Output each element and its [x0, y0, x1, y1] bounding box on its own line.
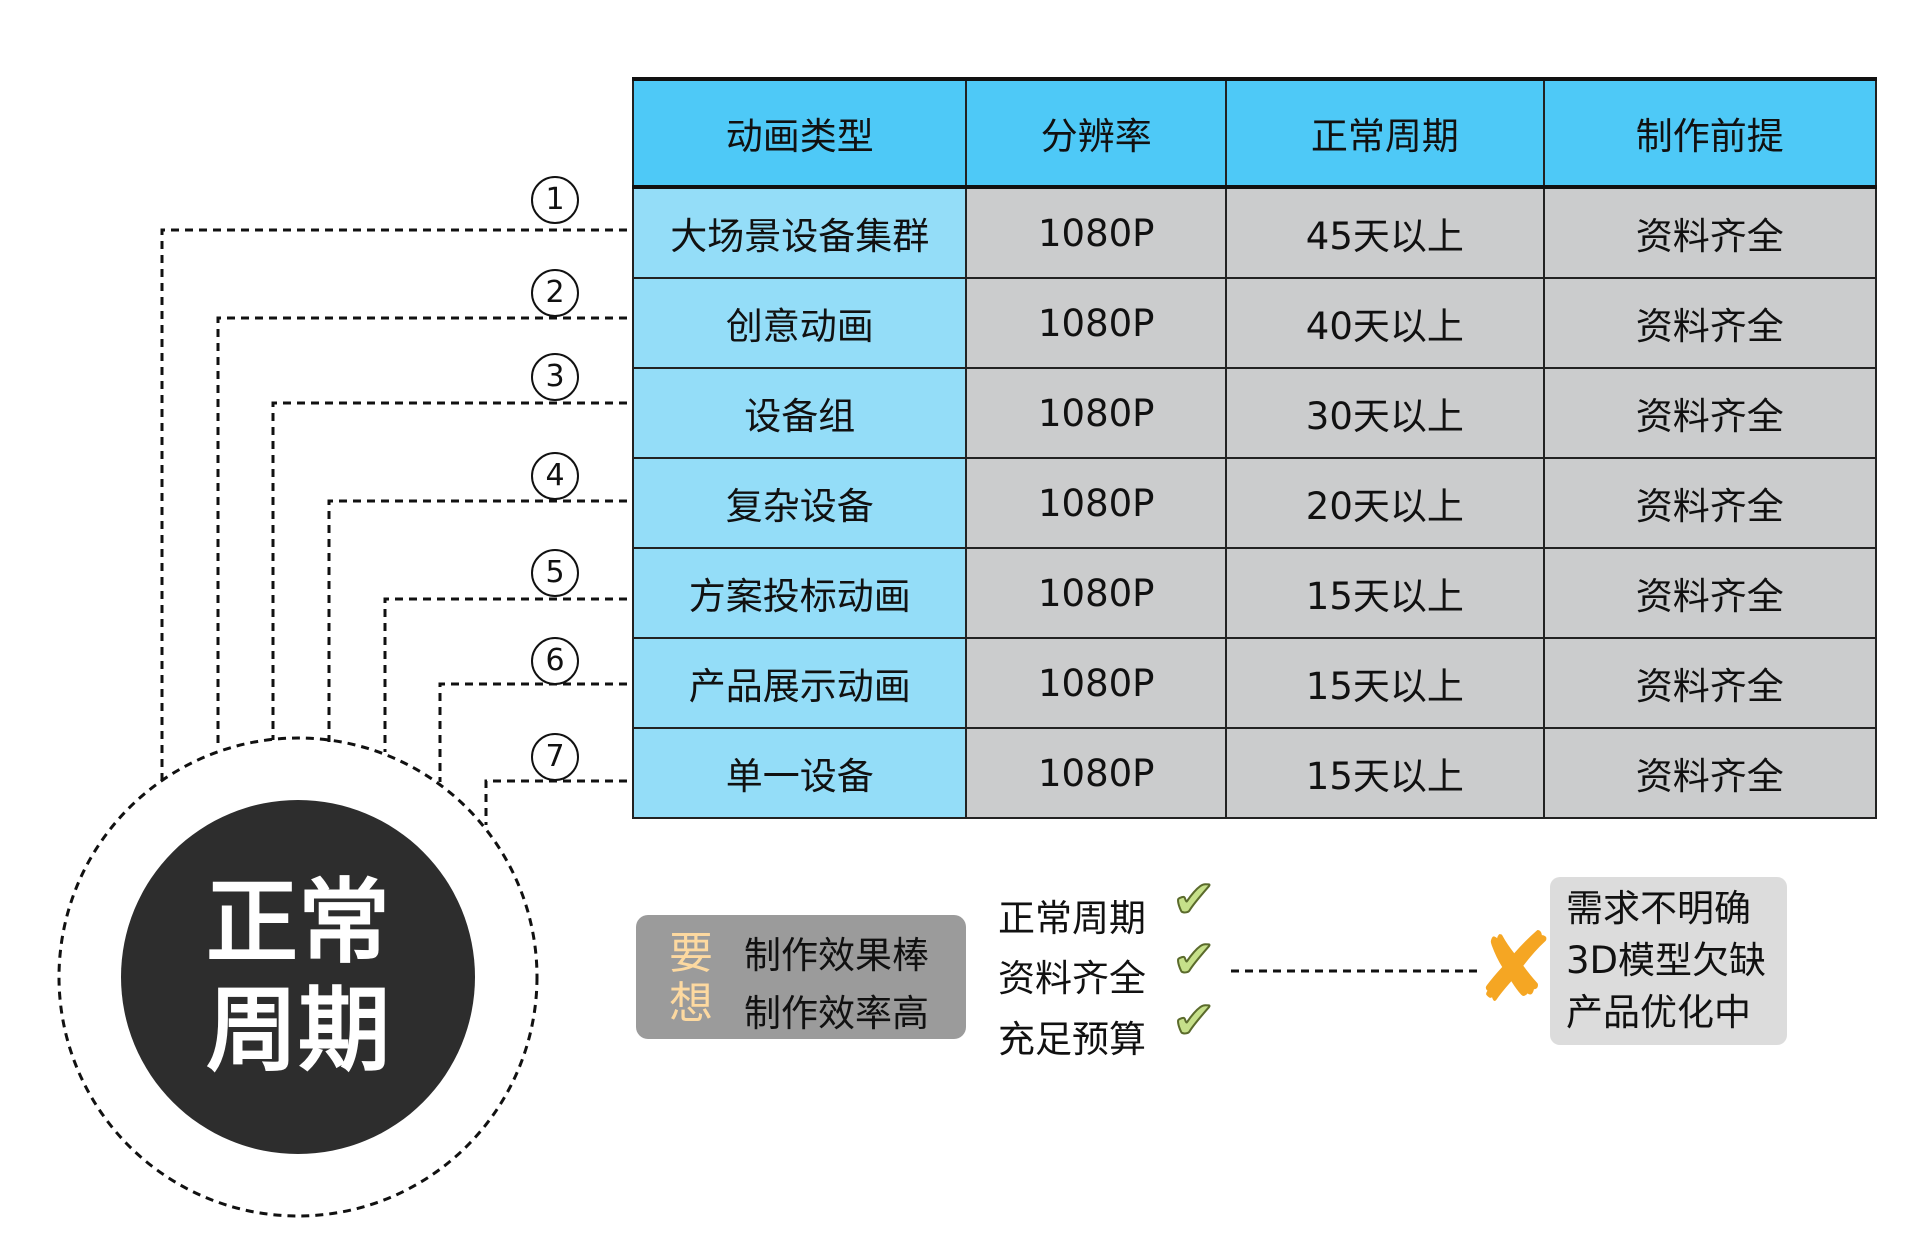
cell-period: 15天以上 [1225, 637, 1545, 729]
cell-resolution: 1080P [965, 367, 1228, 459]
issues-box: 需求不明确 3D模型欠缺 产品优化中 [1550, 877, 1787, 1045]
connector-7 [484, 779, 627, 825]
cell-resolution: 1080P [965, 186, 1228, 279]
connector-2 [216, 316, 627, 748]
cell-prereq: 资料齐全 [1542, 277, 1878, 369]
check-item-1: 正常周期 [998, 897, 1146, 940]
row-number-7: 7 [531, 733, 579, 781]
cell-prereq: 资料齐全 [1542, 727, 1878, 819]
cell-period: 15天以上 [1225, 547, 1545, 639]
header-resolution: 分辨率 [965, 77, 1228, 189]
center-circle: 正常 周期 [121, 800, 475, 1154]
cell-resolution: 1080P [965, 637, 1228, 729]
wish-line-2: 制作效率高 [744, 992, 929, 1035]
cell-prereq: 资料齐全 [1542, 367, 1878, 459]
cell-prereq: 资料齐全 [1542, 186, 1878, 279]
issue-item: 产品优化中 [1566, 991, 1751, 1034]
row-number-5: 5 [531, 549, 579, 597]
row-number-4: 4 [531, 452, 579, 500]
row-number-1: 1 [531, 176, 579, 224]
cell-resolution: 1080P [965, 457, 1228, 549]
wish-tag: 要想 [669, 928, 713, 1029]
cell-period: 30天以上 [1225, 367, 1545, 459]
table-header-row: 动画类型 分辨率 正常周期 制作前提 [631, 77, 1878, 189]
wish-box: 要想 制作效果棒 制作效率高 [636, 915, 966, 1039]
connector-5 [383, 597, 627, 752]
header-period: 正常周期 [1225, 77, 1545, 189]
cell-period: 45天以上 [1225, 186, 1545, 279]
issue-item: 3D模型欠缺 [1566, 939, 1767, 982]
wish-line-1: 制作效果棒 [744, 934, 929, 977]
cell-period: 15天以上 [1225, 727, 1545, 819]
cell-resolution: 1080P [965, 277, 1228, 369]
cell-prereq: 资料齐全 [1542, 637, 1878, 729]
x-icon: ✘ [1474, 912, 1555, 1024]
cell-prereq: 资料齐全 [1542, 547, 1878, 639]
cell-type: 单一设备 [631, 727, 968, 819]
cell-period: 40天以上 [1225, 277, 1545, 369]
check-item-2: 资料齐全 [998, 957, 1146, 1000]
connector-6 [438, 682, 627, 782]
connector-1 [160, 228, 627, 780]
cell-resolution: 1080P [965, 727, 1228, 819]
header-prereq: 制作前提 [1542, 77, 1878, 189]
row-number-3: 3 [531, 353, 579, 401]
issue-item: 需求不明确 [1566, 887, 1751, 930]
cell-type: 产品展示动画 [631, 637, 968, 729]
cell-type: 方案投标动画 [631, 547, 968, 639]
cell-type: 大场景设备集群 [631, 186, 968, 279]
cell-type: 设备组 [631, 367, 968, 459]
cell-prereq: 资料齐全 [1542, 457, 1878, 549]
cell-resolution: 1080P [965, 547, 1228, 639]
row-number-6: 6 [531, 637, 579, 685]
cell-type: 复杂设备 [631, 457, 968, 549]
connector-4 [327, 499, 627, 742]
check-item-3: 充足预算 [998, 1018, 1146, 1061]
check-icon: ✔ [1171, 929, 1217, 991]
cell-type: 创意动画 [631, 277, 968, 369]
outer-dashed-circle [57, 736, 539, 1218]
center-title-line2: 周期 [205, 977, 390, 1084]
cell-period: 20天以上 [1225, 457, 1545, 549]
row-number-2: 2 [531, 269, 579, 317]
check-icon: ✔ [1171, 869, 1217, 931]
check-icon: ✔ [1171, 990, 1217, 1052]
header-type: 动画类型 [631, 77, 968, 189]
connector-3 [271, 401, 627, 740]
center-title-line1: 正常 [205, 869, 390, 976]
